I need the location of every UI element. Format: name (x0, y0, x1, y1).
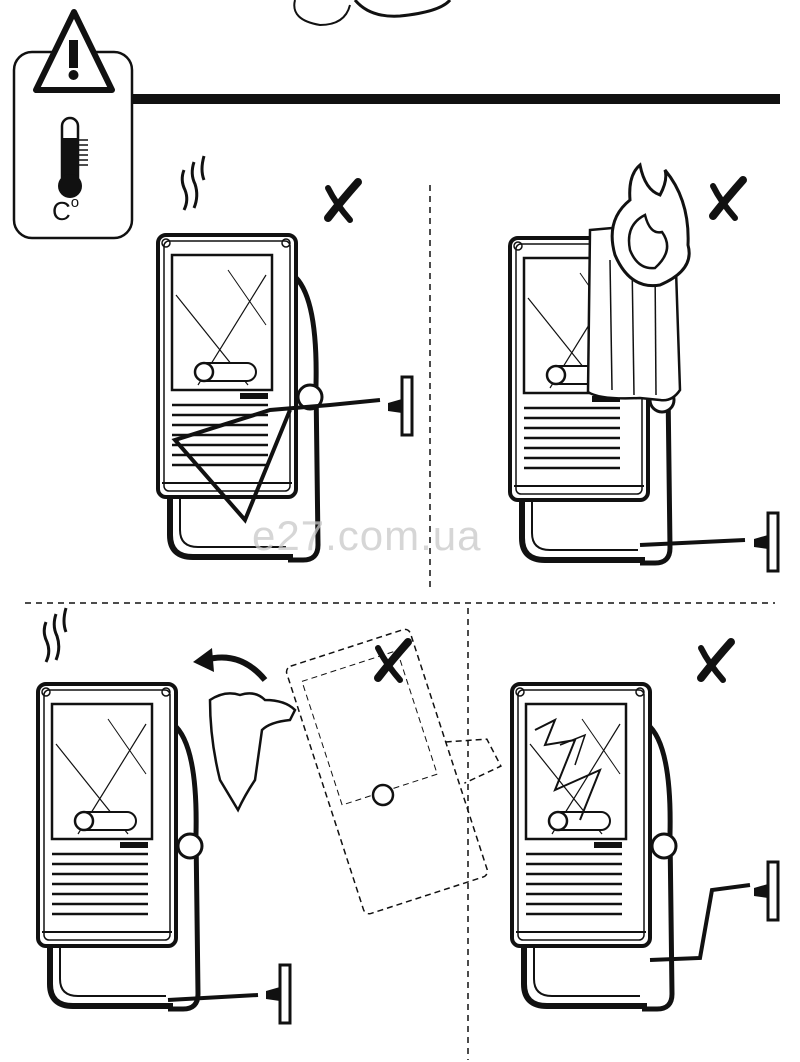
wall-socket (264, 963, 292, 1025)
wall-socket (752, 860, 780, 922)
panel-adjust-while-hot (38, 606, 502, 1025)
cable-touching-housing (171, 398, 381, 524)
x-mark-icon (701, 642, 731, 680)
power-cable (167, 993, 259, 1002)
ghost-tilted-fixture (285, 628, 502, 915)
flame-icon (610, 162, 691, 288)
warning-triangle-icon (33, 9, 115, 93)
panel-hot-surface-cable (158, 154, 414, 560)
power-cable (649, 883, 751, 962)
header-rule (133, 94, 780, 104)
wall-socket (386, 375, 414, 437)
unit-degree: o (70, 194, 80, 212)
ghost-knob (371, 783, 395, 807)
panel-broken-glass (512, 642, 780, 1009)
floodlight-fixture (38, 684, 202, 1009)
power-cable (639, 538, 746, 547)
thermometer-icon (58, 116, 88, 198)
hand-icon (208, 692, 297, 813)
x-mark-icon (378, 642, 408, 680)
x-mark-icon (713, 180, 743, 218)
tilt-arrow (204, 654, 268, 682)
glass-crack-branch (559, 733, 587, 766)
top-partial-illustration (293, 0, 452, 27)
panel-covered-fixture (510, 162, 780, 573)
heat-steam-icon (180, 154, 206, 212)
wall-socket (752, 511, 780, 573)
unit-letter: C (52, 196, 71, 226)
watermark: e27.com.ua (252, 512, 482, 559)
x-mark-icon (328, 182, 358, 220)
glass-crack (534, 717, 602, 821)
warning-card (12, 9, 134, 240)
heat-steam-icon (42, 606, 68, 664)
arrow-head-icon (193, 648, 214, 672)
temperature-unit-label: Co (52, 194, 80, 227)
